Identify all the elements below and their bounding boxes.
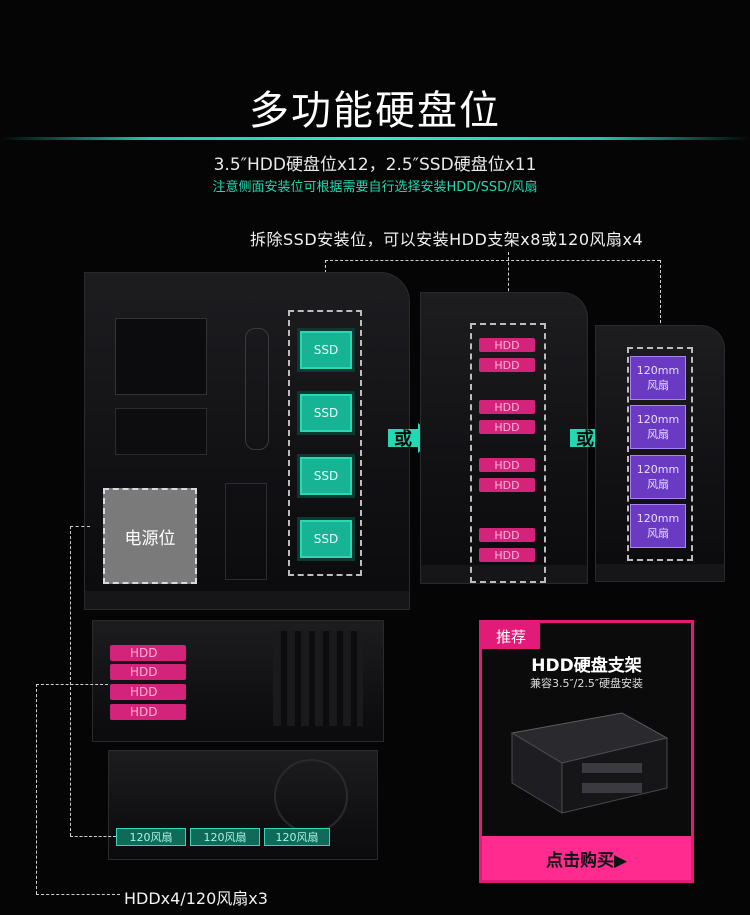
promo-subtitle: 兼容3.5″/2.5″硬盘安装	[530, 677, 643, 690]
fan-size: 120mm	[636, 512, 680, 525]
cable-grommet	[245, 328, 269, 450]
case-foot	[596, 564, 724, 581]
ssd-slot-4: SSD	[297, 517, 355, 561]
promo-title: HDD硬盘支架	[531, 656, 642, 676]
fan-size: 120mm	[636, 364, 680, 377]
hdd-slot-4: HDD	[479, 420, 535, 434]
bottom-hdd-slot-1: HDD	[110, 645, 186, 661]
hdd-slot-1: HDD	[479, 338, 535, 352]
fan-slot-3: 120mm 风扇	[630, 455, 686, 499]
hdd-slot-5: HDD	[479, 458, 535, 472]
connector-right	[660, 260, 661, 348]
fan-size: 120mm	[636, 413, 680, 426]
hdd-slot-7: HDD	[479, 528, 535, 542]
connector-top	[325, 260, 660, 261]
bottom-summary: HDDx4/120风扇x3	[124, 889, 268, 908]
hdd-bay-frame	[470, 323, 546, 583]
fan-icon	[274, 759, 348, 833]
fan-label: 风扇	[647, 379, 669, 392]
install-note: 注意侧面安装位可根据需要自行选择安装HDD/SSD/风扇	[212, 180, 538, 195]
hdd-slot-3: HDD	[479, 400, 535, 414]
ssd-slot-3: SSD	[297, 454, 355, 498]
case-ssd-view	[84, 272, 410, 610]
recommend-badge: 推荐	[482, 623, 540, 649]
fan-slot-2: 120mm 风扇	[630, 405, 686, 449]
or-label-2: 或	[576, 429, 594, 450]
psu-bay-frame	[225, 483, 267, 580]
hdd-slot-6: HDD	[479, 478, 535, 492]
ssd-bay-frame	[288, 310, 362, 576]
bottom-hdd-slot-2: HDD	[110, 664, 186, 680]
connector-psu-vertical	[70, 526, 71, 836]
title-underline	[0, 137, 750, 140]
connector-psu	[70, 526, 90, 527]
ssd-slot-1: SSD	[297, 328, 355, 372]
spec-line: 3.5″HDD硬盘位x12，2.5″SSD硬盘位x11	[213, 155, 537, 175]
remove-ssd-note: 拆除SSD安装位，可以安装HDD支架x8或120风扇x4	[250, 230, 644, 249]
bottom-fan-slot-3: 120风扇	[264, 828, 330, 846]
bottom-hdd-slot-4: HDD	[110, 704, 186, 720]
connector-hdd-vertical	[36, 684, 37, 894]
bottom-fan-slot-2: 120风扇	[190, 828, 260, 846]
vent-grille	[273, 631, 363, 726]
hdd-bracket-image	[502, 703, 672, 823]
page-title: 多功能硬盘位	[249, 88, 501, 134]
motherboard-cutout	[115, 318, 207, 395]
fan-label: 风扇	[647, 478, 669, 491]
hdd-slot-8: HDD	[479, 548, 535, 562]
psu-position: 电源位	[103, 488, 197, 584]
buy-now-button[interactable]: 点击购买▶	[482, 836, 691, 880]
fan-size: 120mm	[636, 463, 680, 476]
fan-slot-4: 120mm 风扇	[630, 504, 686, 548]
bottom-hdd-chamber	[92, 620, 384, 742]
connector-hdd	[36, 684, 108, 685]
fan-slot-1: 120mm 风扇	[630, 356, 686, 400]
ssd-slot-2: SSD	[297, 391, 355, 435]
fan-bay-frame	[627, 347, 693, 561]
bottom-hdd-slot-3: HDD	[110, 684, 186, 700]
case-foot	[85, 591, 409, 609]
hdd-bracket-icon	[510, 712, 669, 814]
or-label-1: 或	[394, 429, 412, 450]
bottom-fan-slot-1: 120风扇	[116, 828, 186, 846]
cpu-cutout	[115, 408, 207, 455]
connector-mid	[508, 252, 509, 322]
fan-label: 风扇	[647, 527, 669, 540]
connector-summary	[36, 894, 120, 895]
fan-label: 风扇	[647, 428, 669, 441]
hdd-slot-2: HDD	[479, 358, 535, 372]
promo-card[interactable]: 推荐 HDD硬盘支架 兼容3.5″/2.5″硬盘安装 点击购买▶	[479, 620, 694, 883]
connector-fans	[70, 836, 116, 837]
